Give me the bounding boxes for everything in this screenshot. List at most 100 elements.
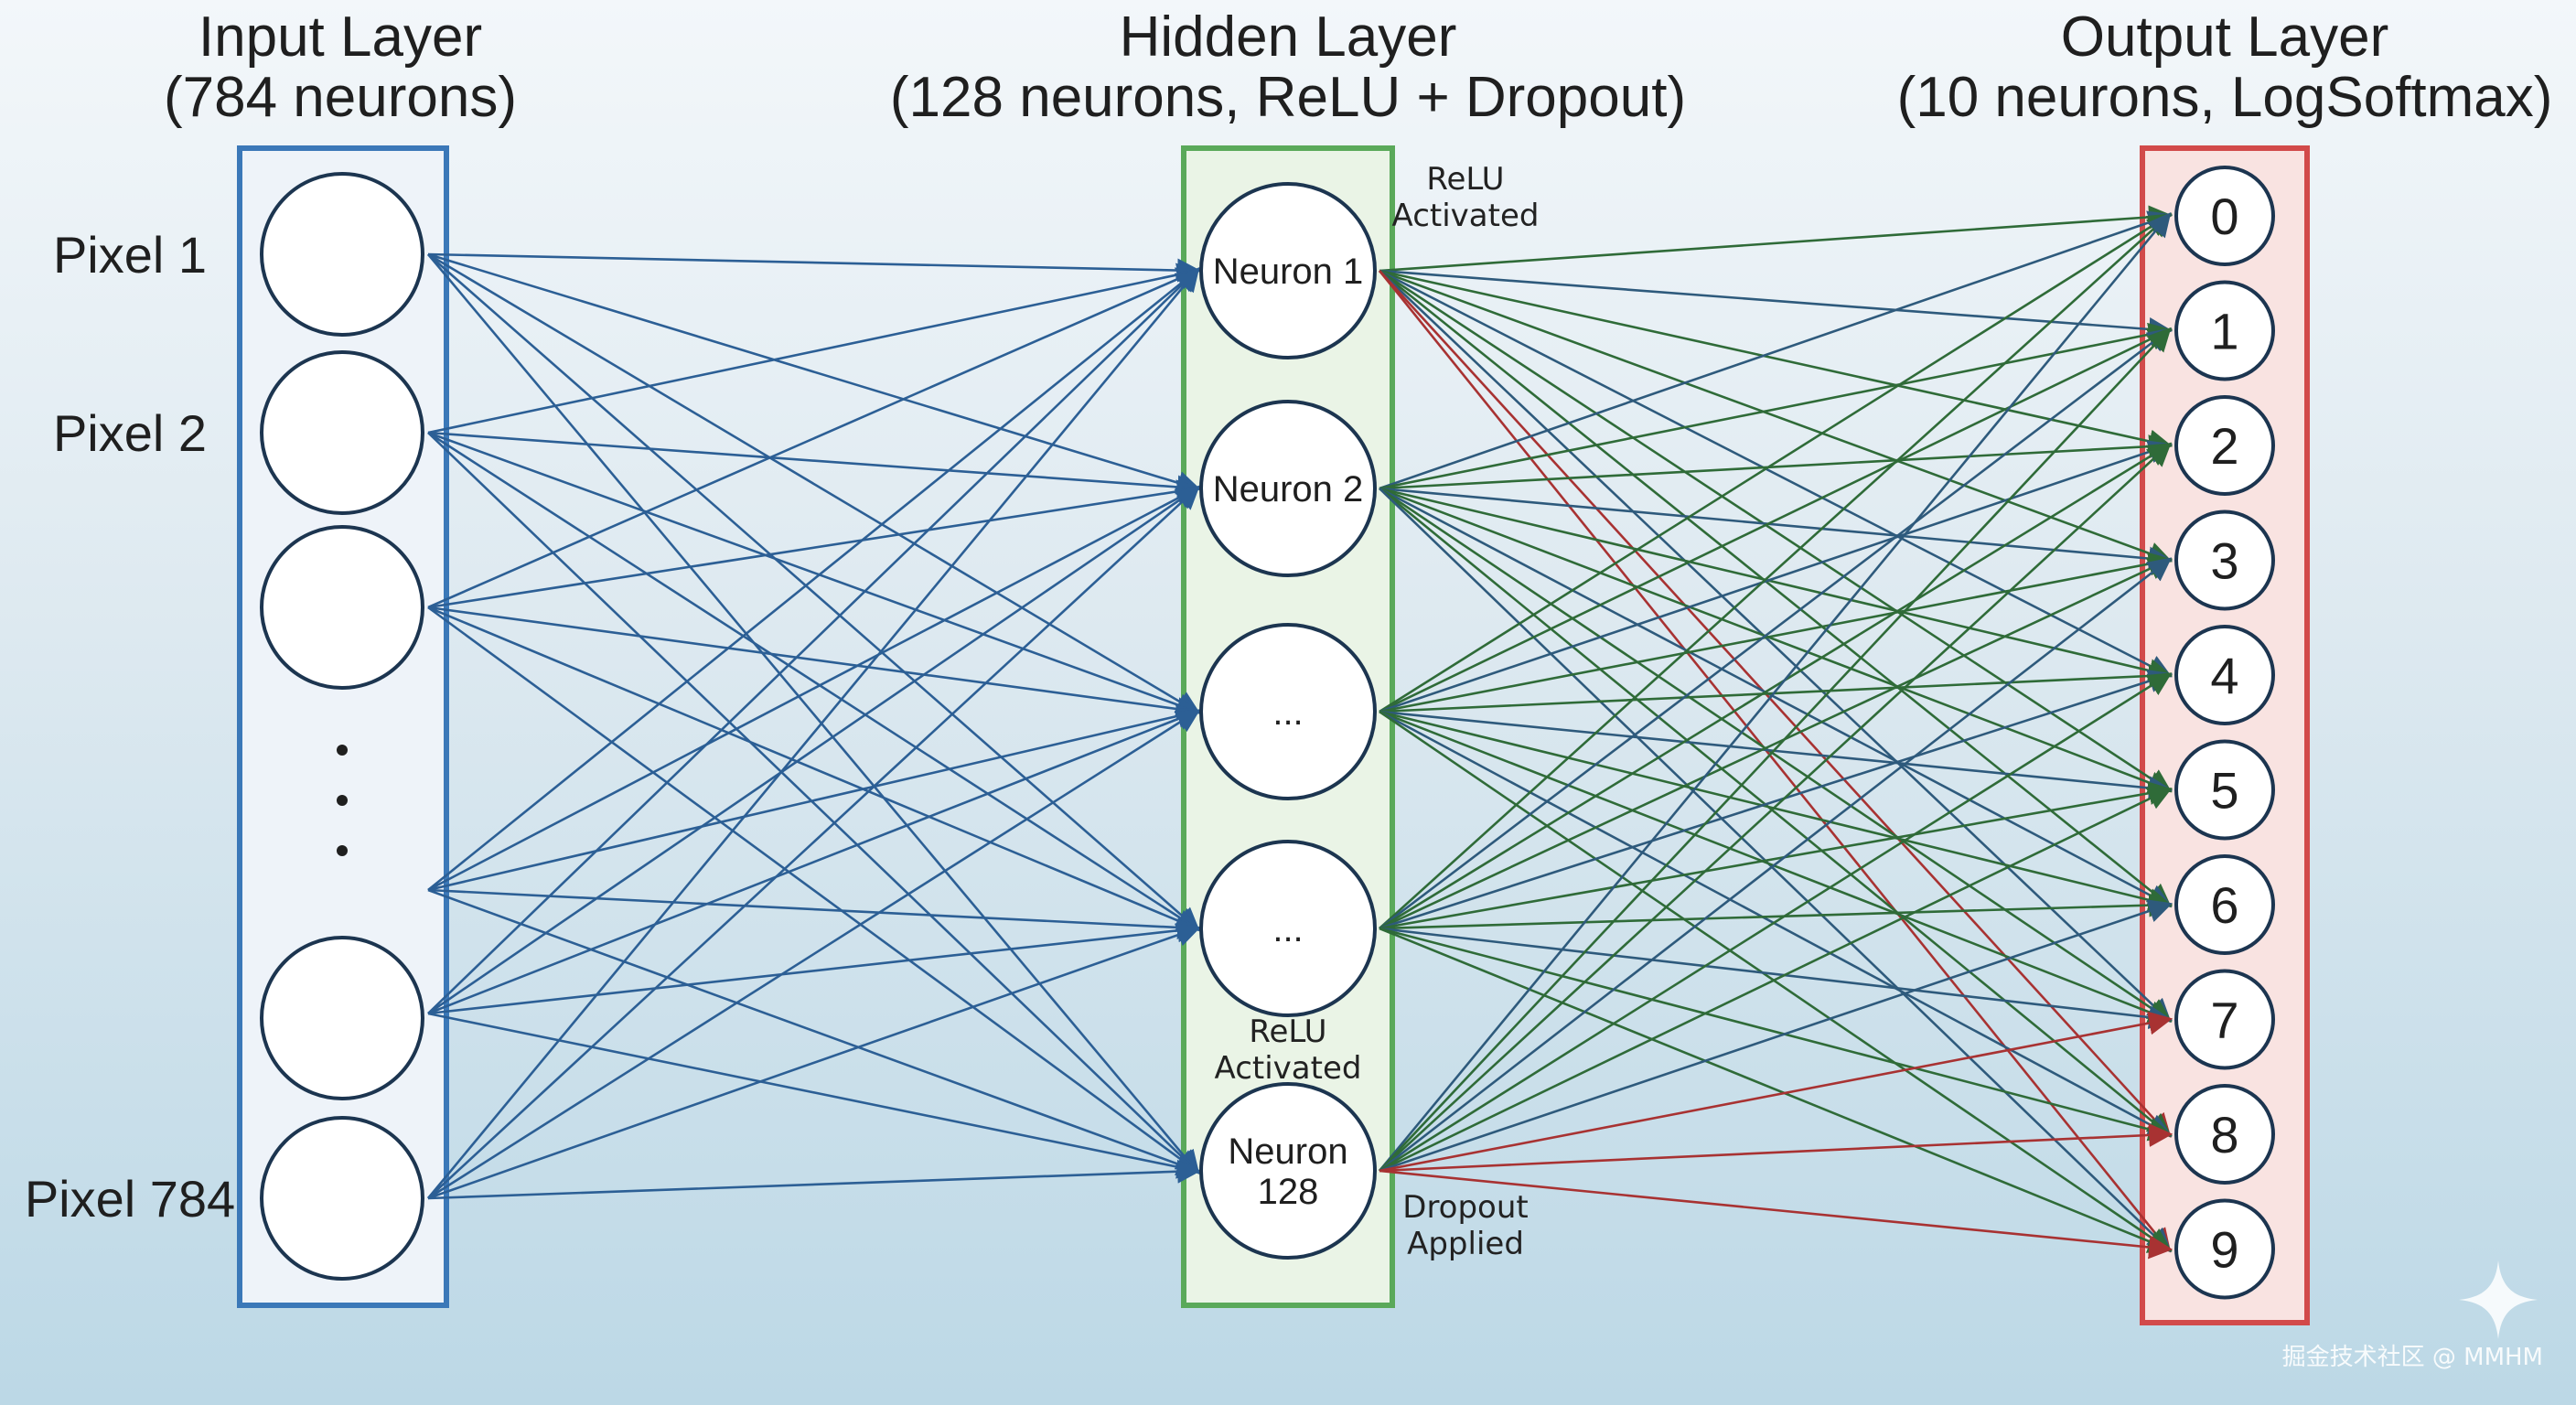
input-hidden-edge <box>427 252 1201 714</box>
output-neuron-circle <box>2174 509 2275 611</box>
dropout-line1: Dropout <box>1402 1189 1529 1226</box>
input-layer-box <box>237 145 449 1308</box>
output-layer-title: Output Layer (10 neurons, LogSoftmax) <box>1897 7 2553 128</box>
input-hidden-edge <box>427 486 1201 1015</box>
input-layer-title: Input Layer (784 neurons) <box>164 7 517 128</box>
output-layer-title-line1: Output Layer <box>2060 5 2389 69</box>
hidden-output-edge <box>1379 487 2173 1138</box>
input-neuron-circle <box>260 1116 424 1281</box>
hidden-output-edge <box>1379 327 2172 1172</box>
hidden-output-edge <box>1378 211 2172 1172</box>
input-hidden-edge <box>427 709 1201 1200</box>
output-digit-label: 1 <box>2210 303 2238 360</box>
hidden-output-edge <box>1379 487 2174 682</box>
output-neuron: 6 <box>2174 854 2275 955</box>
input-neuron <box>260 525 424 690</box>
hidden-output-edge <box>1379 270 2172 1024</box>
input-pixel-label: Pixel 784 <box>25 1170 235 1228</box>
output-neuron: 2 <box>2174 395 2275 496</box>
output-digit-label: 9 <box>2210 1221 2238 1279</box>
hidden-output-edge <box>1379 269 2174 341</box>
hidden-output-edge <box>1379 927 2173 1253</box>
hidden-neuron: Neuron 1 <box>1199 182 1377 359</box>
dropout-line2: Applied <box>1407 1226 1524 1262</box>
hidden-neuron: ... <box>1199 840 1377 1017</box>
hidden-output-edge <box>1379 270 2172 1138</box>
hidden-output-edge <box>1379 434 2174 490</box>
input-hidden-edge <box>427 253 1200 932</box>
output-neuron-circle <box>2174 1198 2275 1300</box>
input-hidden-edge <box>427 431 1202 499</box>
input-hidden-edge <box>427 263 1202 434</box>
hidden-output-edge <box>1379 442 2172 1172</box>
hidden-output-edge <box>1379 212 2172 929</box>
hidden-output-edge <box>1379 269 2173 678</box>
output-neuron-circle <box>2174 166 2275 266</box>
input-layer-title-line2: (784 neurons) <box>163 66 518 129</box>
output-neuron-circle <box>2174 280 2275 381</box>
input-hidden-edge <box>427 486 1201 892</box>
output-neuron: 3 <box>2174 509 2275 611</box>
relu-mid-line2: Activated <box>1214 1050 1362 1087</box>
input-hidden-edge <box>427 252 1202 283</box>
hidden-output-edge <box>1379 487 2173 907</box>
relu-activated-mid-label: ReLU Activated <box>1215 1014 1362 1087</box>
hidden-output-edge <box>1379 672 2173 1173</box>
hidden-output-edge <box>1379 327 2173 930</box>
input-hidden-edge <box>427 267 1200 1014</box>
output-digit-label: 7 <box>2210 992 2238 1049</box>
input-neuron: Pixel 2 <box>53 350 424 515</box>
hidden-output-edge <box>1379 899 2173 1173</box>
output-neuron: 7 <box>2174 969 2275 1070</box>
hidden-neuron-label: Neuron 2 <box>1213 469 1364 509</box>
input-hidden-edge <box>426 266 1200 1199</box>
dropout-applied-label: Dropout Applied <box>1402 1189 1528 1262</box>
hidden-neuron-circle <box>1199 840 1377 1017</box>
input-neuron-circle <box>260 525 424 690</box>
input-hidden-edge <box>427 918 1202 1015</box>
input-ellipsis-dot <box>337 745 348 756</box>
output-neuron: 1 <box>2174 280 2275 381</box>
input-hidden-edge <box>427 707 1201 1015</box>
relu-mid-line1: ReLU <box>1249 1014 1327 1050</box>
hidden-layer-title-line2: (128 neurons, ReLU + Dropout) <box>889 66 1687 129</box>
hidden-neuron-circle <box>1199 400 1377 577</box>
input-hidden-edge <box>427 888 1201 1176</box>
hidden-neuron-label: ... <box>1272 909 1303 949</box>
hidden-neuron-label: Neuron <box>1228 1132 1347 1172</box>
input-hidden-edge <box>427 606 1201 932</box>
output-digit-label: 6 <box>2210 876 2238 934</box>
relu-activated-top-label: ReLU Activated <box>1392 161 1540 234</box>
input-pixel-label: Pixel 2 <box>53 404 207 462</box>
input-hidden-edge <box>427 888 1202 939</box>
hidden-output-edge <box>1379 787 2173 1173</box>
hidden-neuron-circle <box>1199 182 1377 359</box>
hidden-neuron-circle <box>1199 623 1377 800</box>
hidden-output-edge <box>1379 487 2173 1023</box>
output-neuron: 8 <box>2174 1084 2275 1185</box>
output-digit-label: 0 <box>2210 188 2238 245</box>
relu-top-line1: ReLU <box>1426 161 1505 198</box>
hidden-neuron: ... <box>1199 623 1377 800</box>
hidden-output-edge <box>1379 269 2173 565</box>
hidden-output-edge <box>1379 322 2174 490</box>
hidden-neuron-circle <box>1199 1082 1377 1260</box>
input-hidden-edge <box>427 704 1202 892</box>
input-hidden-edge <box>427 606 1201 1174</box>
hidden-output-edge <box>1379 205 2174 273</box>
output-digit-label: 5 <box>2210 762 2238 820</box>
input-hidden-edge <box>427 923 1201 1200</box>
hidden-output-edge <box>1379 487 2174 571</box>
relu-top-line2: Activated <box>1391 198 1540 234</box>
hidden-output-edge <box>1379 213 2173 713</box>
input-pixel-label: Pixel 1 <box>53 226 207 284</box>
hidden-neuron-label: Neuron 1 <box>1213 252 1364 292</box>
hidden-output-edge <box>1379 269 2173 793</box>
input-neuron <box>260 936 424 1100</box>
input-hidden-edge <box>427 431 1201 717</box>
hidden-output-edge <box>1379 1169 2174 1260</box>
output-neuron-circle <box>2174 854 2275 955</box>
input-hidden-edge <box>427 606 1202 722</box>
